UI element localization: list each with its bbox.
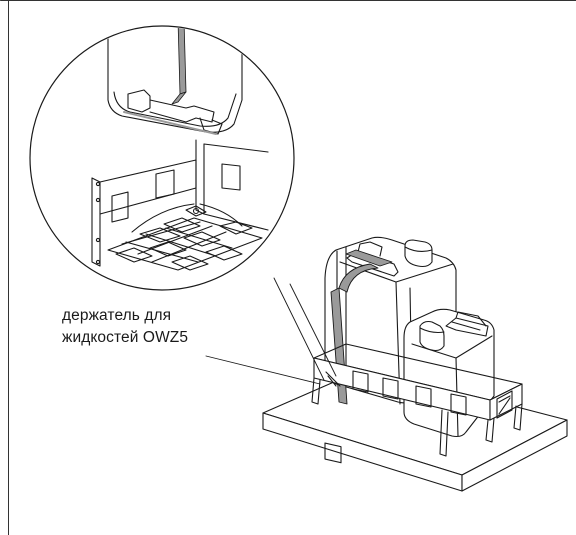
holder-frame: [311, 343, 523, 464]
callout-label-line1: держатель для: [62, 307, 172, 324]
callout-label-line2: жидкостей OWZ5: [62, 329, 189, 346]
callout-label: держатель для жидкостей OWZ5: [62, 305, 188, 349]
detail-view: [29, 25, 295, 291]
callout-leader: [205, 277, 337, 385]
